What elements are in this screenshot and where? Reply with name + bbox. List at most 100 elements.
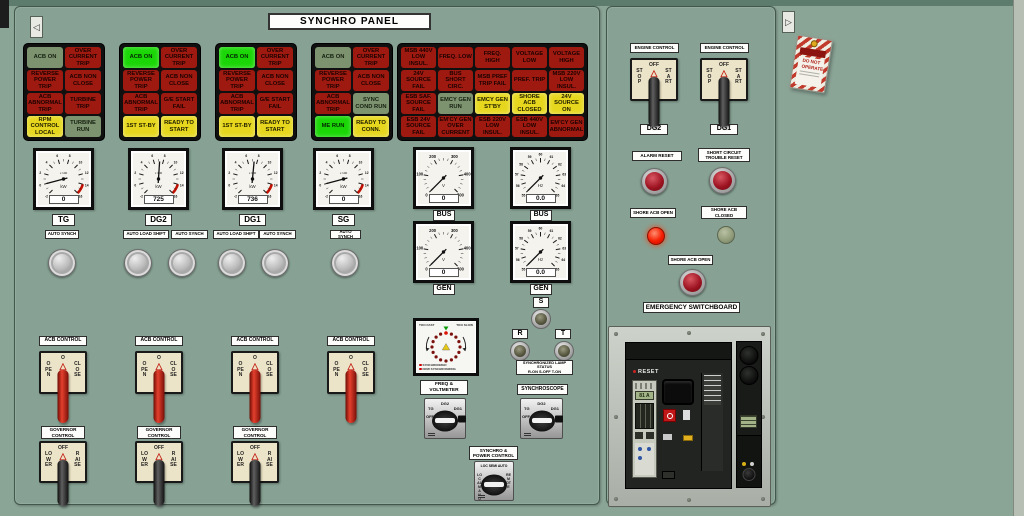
svg-text:300: 300	[451, 228, 459, 233]
breaker-charge-knob[interactable]	[742, 468, 756, 481]
sync-lamp-s	[531, 309, 551, 329]
svg-text:300: 300	[451, 154, 459, 159]
alarm-lamp: VOLTAGE HIGH	[549, 47, 584, 68]
lever-handle[interactable]	[648, 77, 660, 127]
sync-lamp-label-r: R	[512, 329, 528, 339]
lever-handle[interactable]	[345, 370, 357, 423]
svg-text:100: 100	[416, 172, 424, 177]
lever-handle[interactable]	[153, 460, 165, 506]
breaker-open-button[interactable]	[663, 409, 676, 422]
freq-voltmeter-selector[interactable]: TG DG2 DG1 OFF	[424, 398, 466, 439]
svg-text:2: 2	[228, 171, 230, 175]
auto-load-shift-label-dg2: AUTO LOAD SHIFT	[123, 230, 169, 239]
governor-control-switch-dg2[interactable]: OFF LOWER RAISE △	[135, 441, 183, 506]
alarm-lamp: ESB 220V LOW INSUL.	[475, 116, 510, 137]
indicator-lamp: 1ST ST-BY	[123, 116, 159, 137]
indicator-lamp: READY TO START	[161, 116, 197, 137]
lever-handle[interactable]	[718, 77, 730, 127]
rotary-knob[interactable]	[481, 474, 507, 496]
svg-text:55: 55	[522, 267, 526, 271]
synchroscope-selector[interactable]: TG DG2 DG1 OFF	[520, 398, 563, 439]
svg-text:0: 0	[228, 184, 230, 188]
auto-load-shift-button-dg1[interactable]	[218, 249, 246, 277]
short-circuit-trouble-reset-button[interactable]	[709, 167, 736, 194]
auto-load-shift-button-dg2[interactable]	[124, 249, 152, 277]
maker-mark	[524, 433, 531, 436]
acb-control-switch-dg1[interactable]: O OPEN CLOSE △	[231, 351, 279, 423]
auto-synch-label-dg2: AUTO SYNCH	[171, 230, 208, 239]
pos-stop: STOP	[706, 68, 713, 86]
do-not-operate-tag[interactable]: DO NOT OPERATE	[788, 34, 834, 94]
selector-pos-off: OFF	[426, 414, 434, 419]
alarm-lamp: EM'CY GEN OVER CURRENT	[438, 116, 473, 137]
lever-handle[interactable]	[153, 370, 165, 423]
indicator-lamp: REVERSE POWER TRIP	[219, 70, 255, 91]
triangle-marker-icon: △	[347, 361, 355, 371]
acb-control-switch-dg2[interactable]: O OPEN CLOSE △	[135, 351, 183, 423]
svg-text:14: 14	[274, 184, 278, 188]
alarm-reset-button[interactable]	[641, 168, 668, 195]
svg-text:60: 60	[539, 152, 543, 156]
shore-acb-open-button[interactable]	[679, 269, 706, 296]
rotary-knob[interactable]	[432, 410, 458, 432]
synchro-power-selector[interactable]: LOC SEMI AUTO LOCAL MANU REMOTE	[474, 461, 514, 501]
alarm-lamp: VOLTAGE LOW	[512, 47, 547, 68]
lever-handle[interactable]	[249, 460, 261, 506]
meter-id-gen-v: GEN	[433, 284, 455, 295]
alarm-reset-label: ALARM RESET	[632, 151, 682, 161]
svg-text:-2: -2	[140, 194, 143, 198]
nav-right-arrow-icon[interactable]: ▷	[782, 11, 795, 33]
breaker-handle-window	[662, 379, 694, 405]
lever-handle[interactable]	[57, 460, 69, 506]
breaker-terminal-2	[739, 366, 759, 385]
alarm-lamp: ESB 24V SOURCE FAIL	[401, 116, 436, 137]
alarm-lamp: MSB 440V LOW INSUL.	[401, 47, 436, 68]
pos-off: OFF	[719, 62, 729, 68]
shore-acb-open-button-label: SHORE ACB OPEN	[668, 255, 713, 265]
sync-lamp-t	[554, 341, 574, 361]
svg-text:0: 0	[134, 184, 136, 188]
auto-synch-button-sg[interactable]	[331, 249, 359, 277]
maker-mark	[478, 495, 485, 498]
svg-text:64: 64	[561, 184, 565, 188]
svg-text:58: 58	[519, 162, 523, 166]
svg-text:12: 12	[85, 171, 89, 175]
governor-control-switch-dg1[interactable]: OFF LOWER RAISE △	[231, 441, 279, 506]
acb-control-switch-tg[interactable]: O OPEN CLOSE △	[39, 351, 87, 423]
breaker-terminal-1	[739, 346, 759, 365]
indicator-lamp: REVERSE POWER TRIP	[27, 70, 63, 91]
svg-text:57: 57	[515, 247, 519, 251]
right-edge-strip[interactable]	[1013, 0, 1024, 516]
triangle-marker-icon: △	[59, 451, 67, 461]
synchroscope-dial	[425, 326, 467, 363]
triangle-marker-icon: △	[155, 361, 163, 371]
sync-lamp-label-t: T	[555, 329, 571, 339]
alarm-lamp: EMCY GEN ST'BY	[475, 93, 510, 114]
svg-text:8: 8	[349, 154, 351, 158]
auto-synch-button-dg2[interactable]	[168, 249, 196, 277]
triangle-marker-icon: △	[650, 68, 658, 78]
rotary-knob[interactable]	[528, 410, 555, 432]
indicator-lamp: ACB ABNORMAL TRIP	[315, 93, 351, 114]
svg-text:59: 59	[528, 229, 532, 233]
svg-text:8: 8	[164, 154, 166, 158]
lever-handle[interactable]	[249, 370, 261, 423]
indicator-lamp: OVER CURRENT TRIP	[257, 47, 293, 68]
auto-synch-button-dg1[interactable]	[261, 249, 289, 277]
acb-control-switch-sg[interactable]: O OPEN CLOSE △	[327, 351, 375, 423]
auto-synch-button-tg[interactable]	[48, 249, 76, 277]
svg-text:x 100: x 100	[340, 171, 348, 175]
governor-control-switch-tg[interactable]: OFF LOWER RAISE △	[39, 441, 87, 506]
lever-handle[interactable]	[57, 370, 69, 423]
engine-control-switch-dg2[interactable]: OFF STOP START △	[630, 58, 678, 127]
svg-text:kW: kW	[340, 184, 347, 189]
engine-control-switch-dg1[interactable]: OFF STOP START △	[700, 58, 748, 127]
indicator-lamp: OVER CURRENT TRIP	[161, 47, 197, 68]
svg-text:12: 12	[274, 171, 278, 175]
nav-left-arrow-icon[interactable]: ◁	[30, 16, 43, 38]
synchroscope-device: TOO FAST TOO SLOW SYNCHRONIZED NOW	[413, 318, 479, 376]
indicator-lamp: ACB NON CLOSE	[65, 70, 101, 91]
gauge-readout: 0.0	[525, 268, 556, 277]
svg-text:10: 10	[359, 160, 363, 164]
